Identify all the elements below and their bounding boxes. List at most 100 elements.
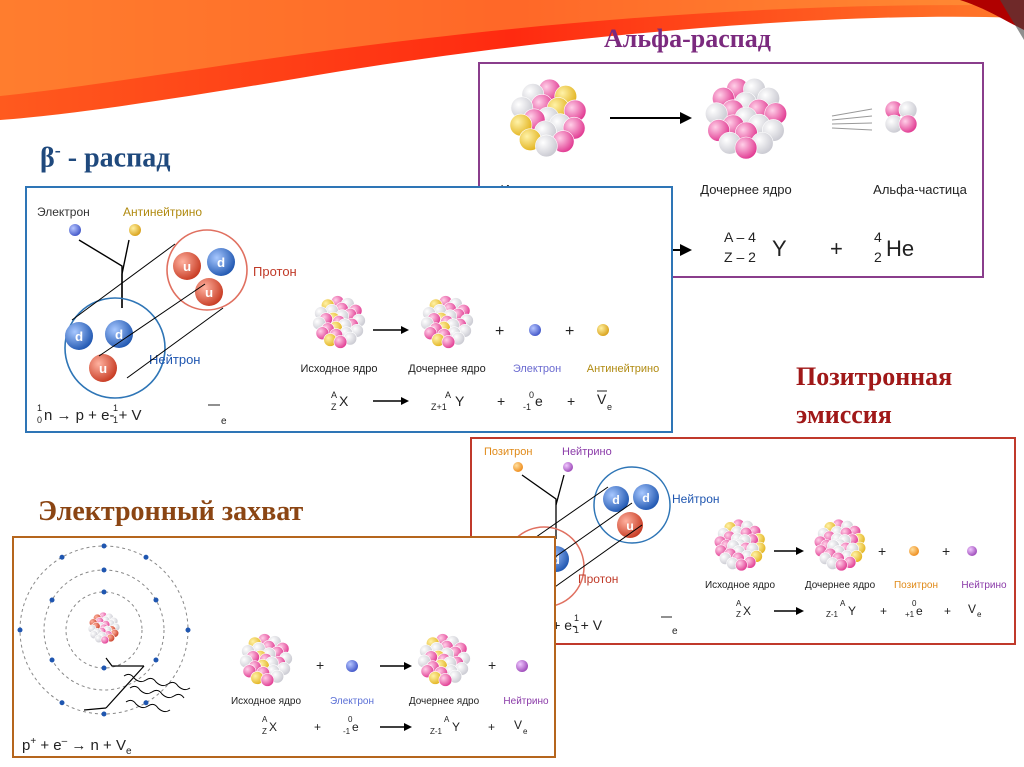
beta-label-daughter-row: Дочернее ядро <box>408 363 485 375</box>
capture-parent-nucleus <box>240 634 293 687</box>
beta-antineutrino-row <box>597 324 609 336</box>
beta-eq-nu: V <box>597 391 607 407</box>
beta-eq-plus-1: + <box>497 393 505 409</box>
beta-eq-daughter-z: Z+1 <box>431 402 447 412</box>
beta-eqleft-sub: e <box>221 416 227 427</box>
capture-eq-plus-2: + <box>488 720 495 734</box>
positron-eq-daughter: Y <box>848 604 856 618</box>
alpha-label-particle: Альфа-частица <box>873 182 967 197</box>
orbit-electron <box>186 628 191 633</box>
positron-label-positron-row: Позитрон <box>894 580 938 591</box>
positron-label-neutrino-row: Нейтрино <box>961 580 1007 591</box>
capture-daughter-nucleus <box>418 634 471 687</box>
capture-eq-parent-a: A <box>262 715 268 724</box>
beta-heading-sup: - <box>55 140 61 160</box>
positron-eq-nu: V <box>968 602 976 616</box>
alpha-eq-daughter-z: Z – 2 <box>724 249 756 265</box>
capture-panel: + + Исходное ядро Электрон Дочернее ядро… <box>12 536 556 758</box>
orbit-electron <box>18 628 23 633</box>
capture-eq-parent-z: Z <box>262 727 267 736</box>
beta-eq-e: e <box>535 393 543 409</box>
orbit-electron <box>144 555 149 560</box>
quark-u-label: u <box>99 361 107 376</box>
beta-eq-daughter-a: A <box>445 390 451 400</box>
positron-heading-line1: Позитронная <box>796 358 952 396</box>
alpha-arrow-eq-head <box>680 244 692 256</box>
beta-eqleft-p-a: 1 <box>113 403 118 413</box>
capture-eq-e: e <box>352 720 359 734</box>
beta-eqleft-n-a: 1 <box>37 403 42 413</box>
orbit-electron <box>102 568 107 573</box>
positron-neutrino-row <box>967 546 977 556</box>
capture-neutrino-row <box>516 660 528 672</box>
beta-eqleft-p-z: 1 <box>113 415 118 425</box>
beta-parent-nucleus <box>313 296 366 349</box>
beta-label-electron-row: Электрон <box>513 363 561 375</box>
orbit-electron <box>60 555 65 560</box>
alpha-parent-nucleus <box>510 79 586 157</box>
capture-eq-parent: X <box>269 720 277 734</box>
capture-eq-daughter-z: Z-1 <box>430 727 443 736</box>
capture-label-daughter: Дочернее ядро <box>409 696 480 707</box>
capture-arrow-eq-head <box>404 723 412 731</box>
orbit-electron <box>102 712 107 717</box>
beta-plus-1: + <box>495 323 504 340</box>
positron-label-proton: Протон <box>578 572 618 586</box>
positron-eqleft-sub: e <box>672 626 678 637</box>
beta-label-antineutrino: Антинейтрино <box>123 205 202 219</box>
capture-electron-row <box>346 660 358 672</box>
capture-label-electron: Электрон <box>330 696 374 707</box>
capture-eq-e-z: -1 <box>343 727 351 736</box>
beta-daughter-nucleus <box>421 296 474 349</box>
orbit-electron <box>102 590 107 595</box>
quark-d-label: d <box>612 493 620 507</box>
positron-eq-plus-1: + <box>880 604 887 618</box>
quark-d-label: d <box>115 327 123 342</box>
positron-plus-1: + <box>878 543 886 559</box>
orbit-electron <box>102 544 107 549</box>
orbit-electron <box>102 666 107 671</box>
beta-eqleft-n-z: 0 <box>37 415 42 425</box>
beta-eq-parent-a: A <box>331 390 337 400</box>
positron-eq-plus-2: + <box>944 604 951 618</box>
alpha-label-daughter: Дочернее ядро <box>700 182 791 197</box>
capture-eq-nu: V <box>514 718 522 732</box>
positron-eq-parent-a: A <box>736 599 742 608</box>
capture-eq-daughter-a: A <box>444 715 450 724</box>
quark-u-label: u <box>183 259 191 274</box>
beta-heading-text: - распад <box>68 142 171 173</box>
alpha-eq-daughter-a: A – 4 <box>724 229 756 245</box>
alpha-motion-lines <box>832 109 872 130</box>
capture-label-parent: Исходное ядро <box>231 696 301 707</box>
orbit-electron <box>50 658 55 663</box>
beta-proton-quarks: udu <box>173 248 235 306</box>
beta-arrow-eq-head <box>401 397 409 405</box>
beta-arrow-top-head <box>401 326 409 334</box>
positron-eq-e: e <box>916 604 923 618</box>
beta-eq-parent-z: Z <box>331 402 337 412</box>
capture-eqleft-main: p+ + e– → n + Ve <box>22 736 132 757</box>
capture-label-neutrino: Нейтрино <box>503 696 549 707</box>
positron-parent-sphere <box>735 559 747 571</box>
beta-eq-e-z: -1 <box>523 402 531 412</box>
capture-daughter-sphere <box>439 673 452 686</box>
positron-daughter-nucleus <box>814 519 866 571</box>
capture-eq-nu-sub: e <box>523 727 528 736</box>
positron-eq-parent: X <box>743 604 751 618</box>
beta-parent-sphere <box>334 335 347 348</box>
positron-label-parent-row: Исходное ядро <box>705 580 775 591</box>
positron-neutrino-particle <box>563 462 573 472</box>
positron-eq-daughter-z: Z-1 <box>826 610 839 619</box>
alpha-eq-plus: + <box>830 236 843 261</box>
capture-atom-sphere <box>101 636 109 644</box>
capture-parent-sphere <box>261 673 274 686</box>
positron-particle <box>513 462 523 472</box>
quark-d-label: d <box>75 329 83 344</box>
beta-label-parent-row: Исходное ядро <box>300 363 377 375</box>
beta-label-electron: Электрон <box>37 205 90 219</box>
quark-d-label: d <box>642 491 650 505</box>
positron-plus-2: + <box>942 543 950 559</box>
alpha-eq-he-z: 2 <box>874 249 882 265</box>
alpha-arrow-top-head <box>680 112 692 124</box>
beta-eq-parent: X <box>339 393 349 409</box>
